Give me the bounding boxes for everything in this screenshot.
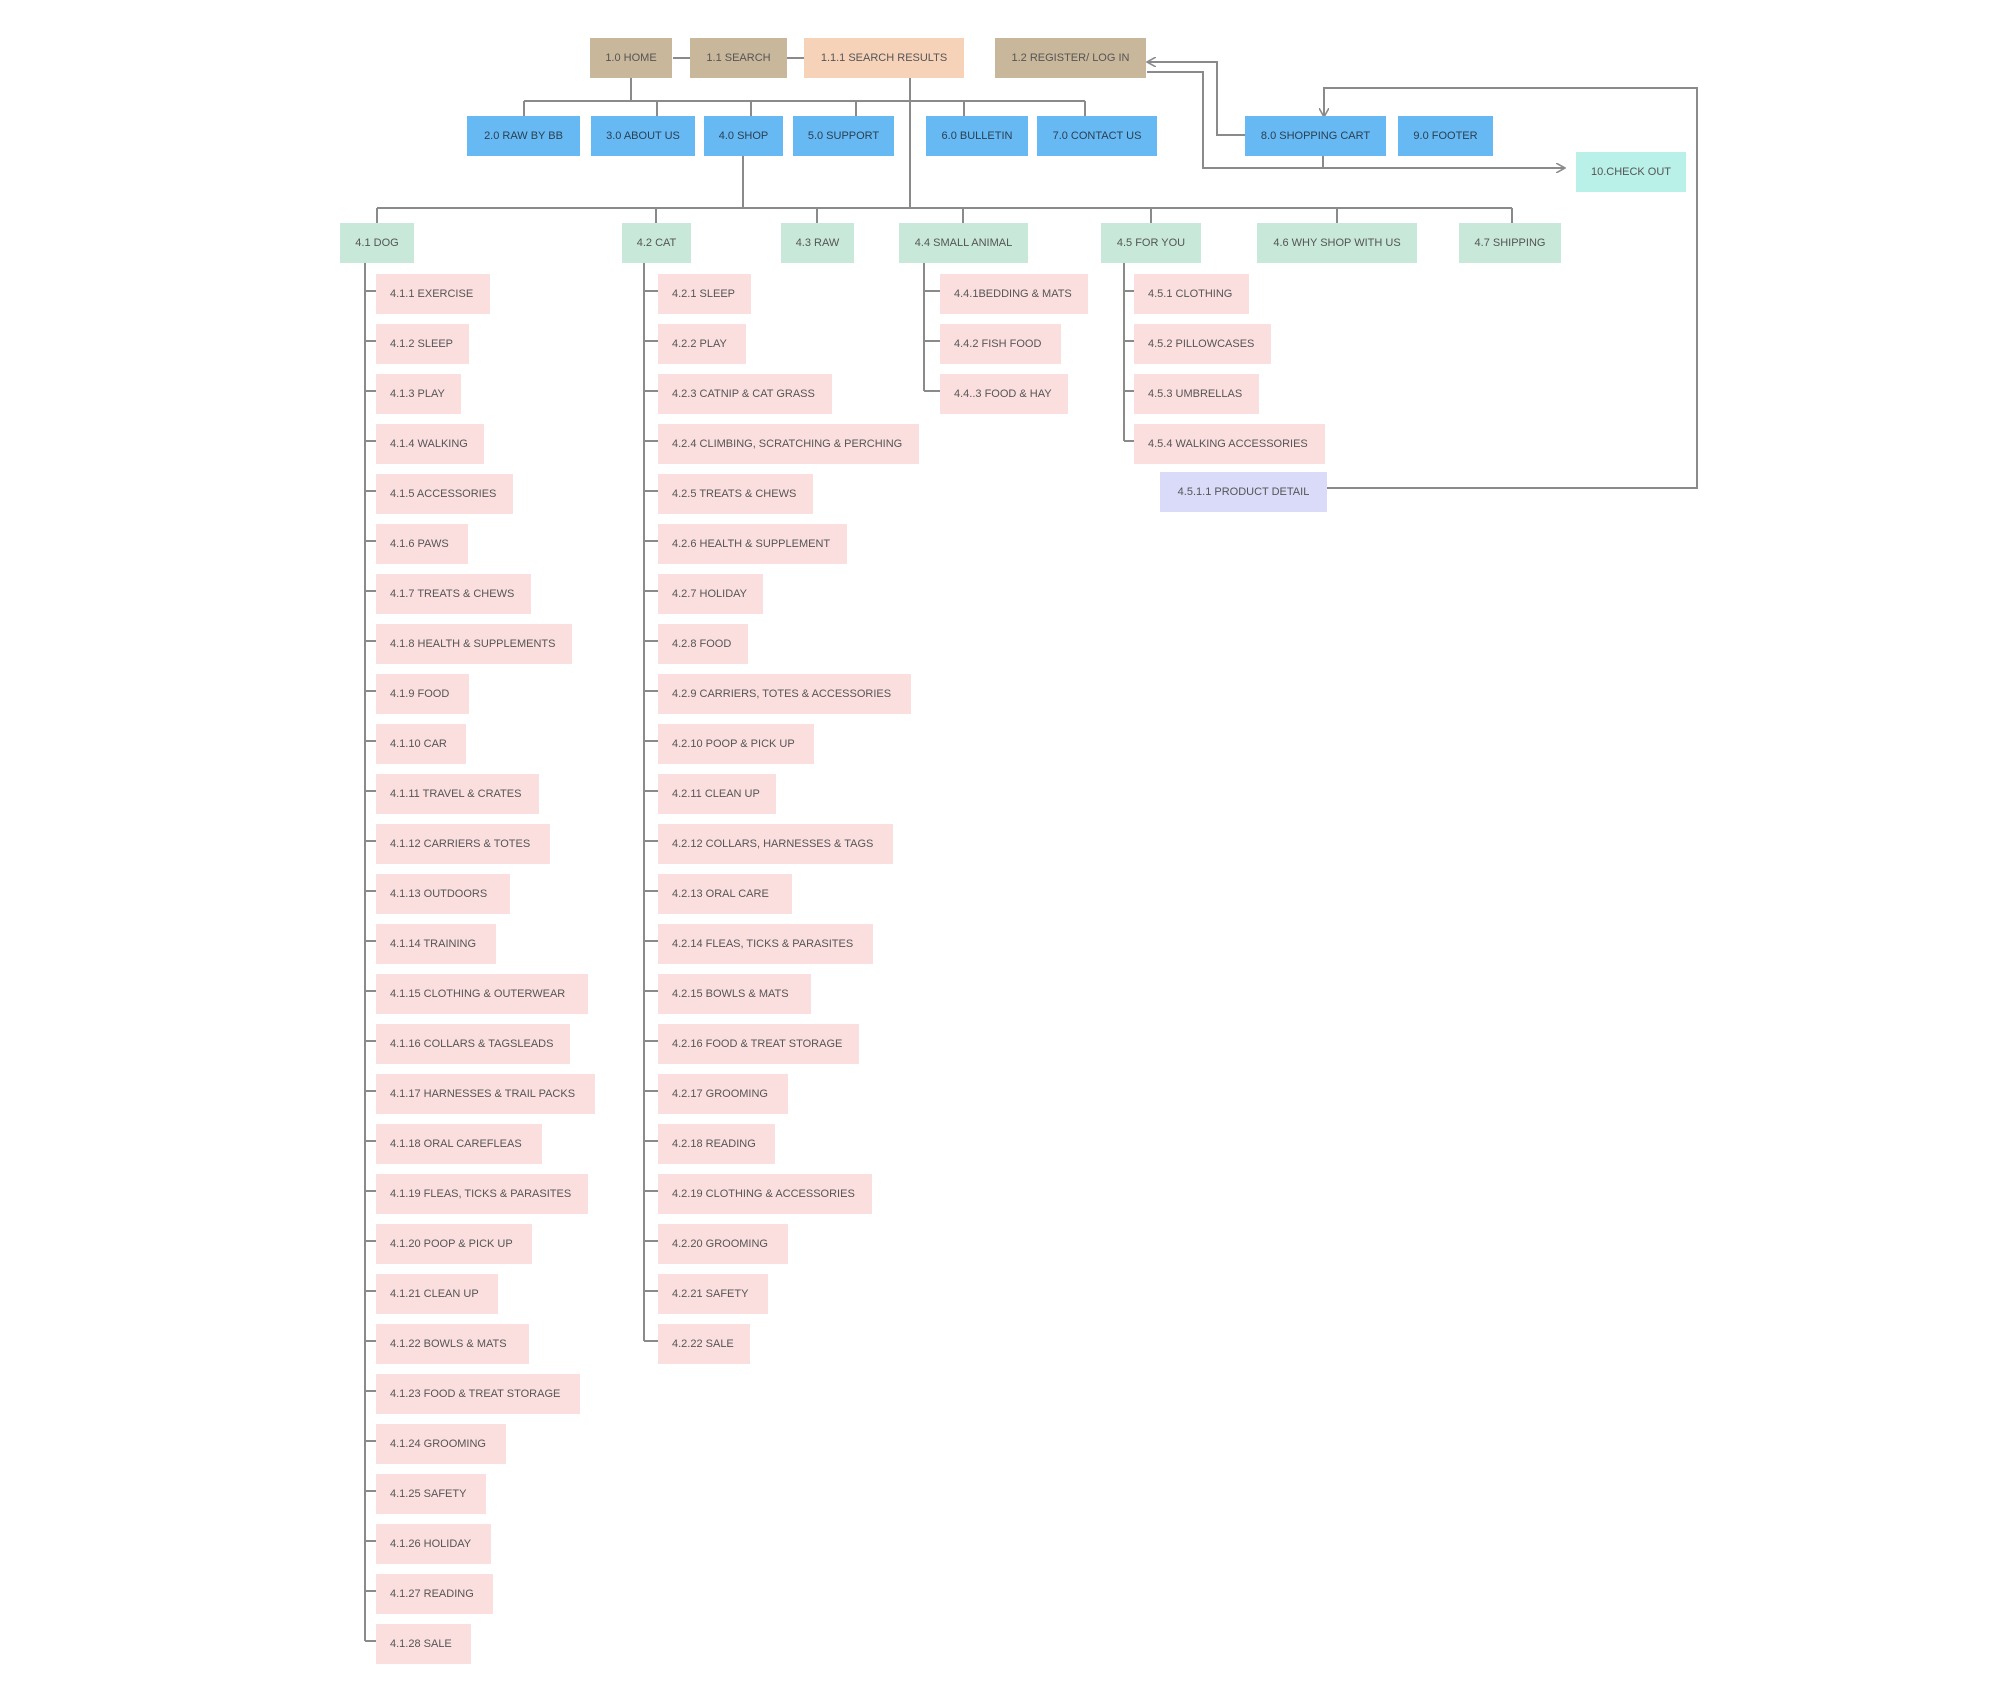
home-node[interactable]: 1.0 HOME xyxy=(590,38,672,78)
dog-subcategory-item[interactable]: 4.1.7 TREATS & CHEWS xyxy=(376,574,531,614)
dog-subcategory-item[interactable]: 4.1.28 SALE xyxy=(376,1624,471,1664)
for-you-subcategory-item[interactable]: 4.5.1 CLOTHING xyxy=(1134,274,1249,314)
dog-subcategory-item[interactable]: 4.1.21 CLEAN UP xyxy=(376,1274,498,1314)
dog-subcategory-item[interactable]: 4.1.3 PLAY xyxy=(376,374,461,414)
contact-us-node[interactable]: 7.0 CONTACT US xyxy=(1037,116,1157,156)
cat-subcategory-item[interactable]: 4.2.20 GROOMING xyxy=(658,1224,788,1264)
support-node[interactable]: 5.0 SUPPORT xyxy=(793,116,894,156)
cat-category-node[interactable]: 4.2 CAT xyxy=(622,223,691,263)
dog-subcategory-item[interactable]: 4.1.20 POOP & PICK UP xyxy=(376,1224,532,1264)
why-shop-category-node[interactable]: 4.6 WHY SHOP WITH US xyxy=(1257,223,1417,263)
dog-category-node[interactable]: 4.1 DOG xyxy=(340,223,414,263)
dog-subcategory-item[interactable]: 4.1.26 HOLIDAY xyxy=(376,1524,491,1564)
arrow-cart-to-register xyxy=(1148,62,1245,136)
bulletin-node[interactable]: 6.0 BULLETIN xyxy=(926,116,1028,156)
dog-subcategory-item[interactable]: 4.1.23 FOOD & TREAT STORAGE xyxy=(376,1374,580,1414)
footer-node[interactable]: 9.0 FOOTER xyxy=(1398,116,1493,156)
dog-subcategory-item[interactable]: 4.1.16 COLLARS & TAGSLEADS xyxy=(376,1024,570,1064)
dog-subcategory-item[interactable]: 4.1.14 TRAINING xyxy=(376,924,496,964)
arrow-product-detail-to-cart xyxy=(1324,87,1698,489)
cat-subcategory-item[interactable]: 4.2.16 FOOD & TREAT STORAGE xyxy=(658,1024,859,1064)
dog-subcategory-item[interactable]: 4.1.6 PAWS xyxy=(376,524,468,564)
small-animal-subcategory-item[interactable]: 4.4.1BEDDING & MATS xyxy=(940,274,1088,314)
dog-subcategory-item[interactable]: 4.1.4 WALKING xyxy=(376,424,484,464)
dog-subcategory-item[interactable]: 4.1.10 CAR xyxy=(376,724,466,764)
dog-subcategory-item[interactable]: 4.1.13 OUTDOORS xyxy=(376,874,510,914)
dog-subcategory-item[interactable]: 4.1.9 FOOD xyxy=(376,674,469,714)
cat-subcategory-item[interactable]: 4.2.3 CATNIP & CAT GRASS xyxy=(658,374,832,414)
product-detail-node[interactable]: 4.5.1.1 PRODUCT DETAIL xyxy=(1160,472,1327,512)
cat-subcategory-item[interactable]: 4.2.12 COLLARS, HARNESSES & TAGS xyxy=(658,824,893,864)
cat-subcategory-item[interactable]: 4.2.15 BOWLS & MATS xyxy=(658,974,811,1014)
cat-subcategory-item[interactable]: 4.2.10 POOP & PICK UP xyxy=(658,724,814,764)
for-you-subcategory-item[interactable]: 4.5.2 PILLOWCASES xyxy=(1134,324,1271,364)
dog-subcategory-item[interactable]: 4.1.12 CARRIERS & TOTES xyxy=(376,824,550,864)
cat-subcategory-item[interactable]: 4.2.2 PLAY xyxy=(658,324,746,364)
small-animal-subcategory-item[interactable]: 4.4..3 FOOD & HAY xyxy=(940,374,1068,414)
dog-subcategory-item[interactable]: 4.1.22 BOWLS & MATS xyxy=(376,1324,529,1364)
shipping-category-node[interactable]: 4.7 SHIPPING xyxy=(1459,223,1561,263)
cat-subcategory-item[interactable]: 4.2.8 FOOD xyxy=(658,624,748,664)
dog-subcategory-item[interactable]: 4.1.1 EXERCISE xyxy=(376,274,490,314)
for-you-category-node[interactable]: 4.5 FOR YOU xyxy=(1101,223,1201,263)
cat-subcategory-item[interactable]: 4.2.14 FLEAS, TICKS & PARASITES xyxy=(658,924,873,964)
cat-subcategory-item[interactable]: 4.2.17 GROOMING xyxy=(658,1074,788,1114)
cat-subcategory-item[interactable]: 4.2.6 HEALTH & SUPPLEMENT xyxy=(658,524,847,564)
dog-subcategory-item[interactable]: 4.1.2 SLEEP xyxy=(376,324,469,364)
dog-subcategory-item[interactable]: 4.1.24 GROOMING xyxy=(376,1424,506,1464)
dog-subcategory-item[interactable]: 4.1.8 HEALTH & SUPPLEMENTS xyxy=(376,624,572,664)
shop-node[interactable]: 4.0 SHOP xyxy=(704,116,783,156)
dog-subcategory-item[interactable]: 4.1.15 CLOTHING & OUTERWEAR xyxy=(376,974,588,1014)
dog-subcategory-item[interactable]: 4.1.18 ORAL CAREFLEAS xyxy=(376,1124,542,1164)
search-node[interactable]: 1.1 SEARCH xyxy=(690,38,787,78)
cat-subcategory-item[interactable]: 4.2.11 CLEAN UP xyxy=(658,774,776,814)
cat-subcategory-item[interactable]: 4.2.19 CLOTHING & ACCESSORIES xyxy=(658,1174,872,1214)
cat-subcategory-item[interactable]: 4.2.18 READING xyxy=(658,1124,775,1164)
dog-subcategory-item[interactable]: 4.1.19 FLEAS, TICKS & PARASITES xyxy=(376,1174,588,1214)
checkout-node[interactable]: 10.CHECK OUT xyxy=(1576,152,1686,192)
small-animal-subcategory-item[interactable]: 4.4.2 FISH FOOD xyxy=(940,324,1061,364)
dog-subcategory-item[interactable]: 4.1.25 SAFETY xyxy=(376,1474,486,1514)
cat-subcategory-item[interactable]: 4.2.21 SAFETY xyxy=(658,1274,768,1314)
cat-subcategory-item[interactable]: 4.2.9 CARRIERS, TOTES & ACCESSORIES xyxy=(658,674,911,714)
cat-subcategory-item[interactable]: 4.2.5 TREATS & CHEWS xyxy=(658,474,813,514)
dog-subcategory-item[interactable]: 4.1.11 TRAVEL & CRATES xyxy=(376,774,539,814)
dog-subcategory-item[interactable]: 4.1.17 HARNESSES & TRAIL PACKS xyxy=(376,1074,595,1114)
register-login-node[interactable]: 1.2 REGISTER/ LOG IN xyxy=(995,38,1146,78)
small-animal-category-node[interactable]: 4.4 SMALL ANIMAL xyxy=(899,223,1028,263)
for-you-subcategory-item[interactable]: 4.5.4 WALKING ACCESSORIES xyxy=(1134,424,1325,464)
raw-category-node[interactable]: 4.3 RAW xyxy=(781,223,854,263)
cat-subcategory-item[interactable]: 4.2.1 SLEEP xyxy=(658,274,751,314)
raw-by-bb-node[interactable]: 2.0 RAW BY BB xyxy=(467,116,580,156)
cat-subcategory-item[interactable]: 4.2.4 CLIMBING, SCRATCHING & PERCHING xyxy=(658,424,919,464)
cat-subcategory-item[interactable]: 4.2.7 HOLIDAY xyxy=(658,574,763,614)
cat-subcategory-item[interactable]: 4.2.13 ORAL CARE xyxy=(658,874,792,914)
for-you-subcategory-item[interactable]: 4.5.3 UMBRELLAS xyxy=(1134,374,1259,414)
arrow-register-to-checkout xyxy=(1147,71,1564,168)
cat-subcategory-item[interactable]: 4.2.22 SALE xyxy=(658,1324,750,1364)
shopping-cart-node[interactable]: 8.0 SHOPPING CART xyxy=(1245,116,1386,156)
search-results-node[interactable]: 1.1.1 SEARCH RESULTS xyxy=(804,38,964,78)
dog-subcategory-item[interactable]: 4.1.27 READING xyxy=(376,1574,493,1614)
about-us-node[interactable]: 3.0 ABOUT US xyxy=(591,116,695,156)
dog-subcategory-item[interactable]: 4.1.5 ACCESSORIES xyxy=(376,474,513,514)
